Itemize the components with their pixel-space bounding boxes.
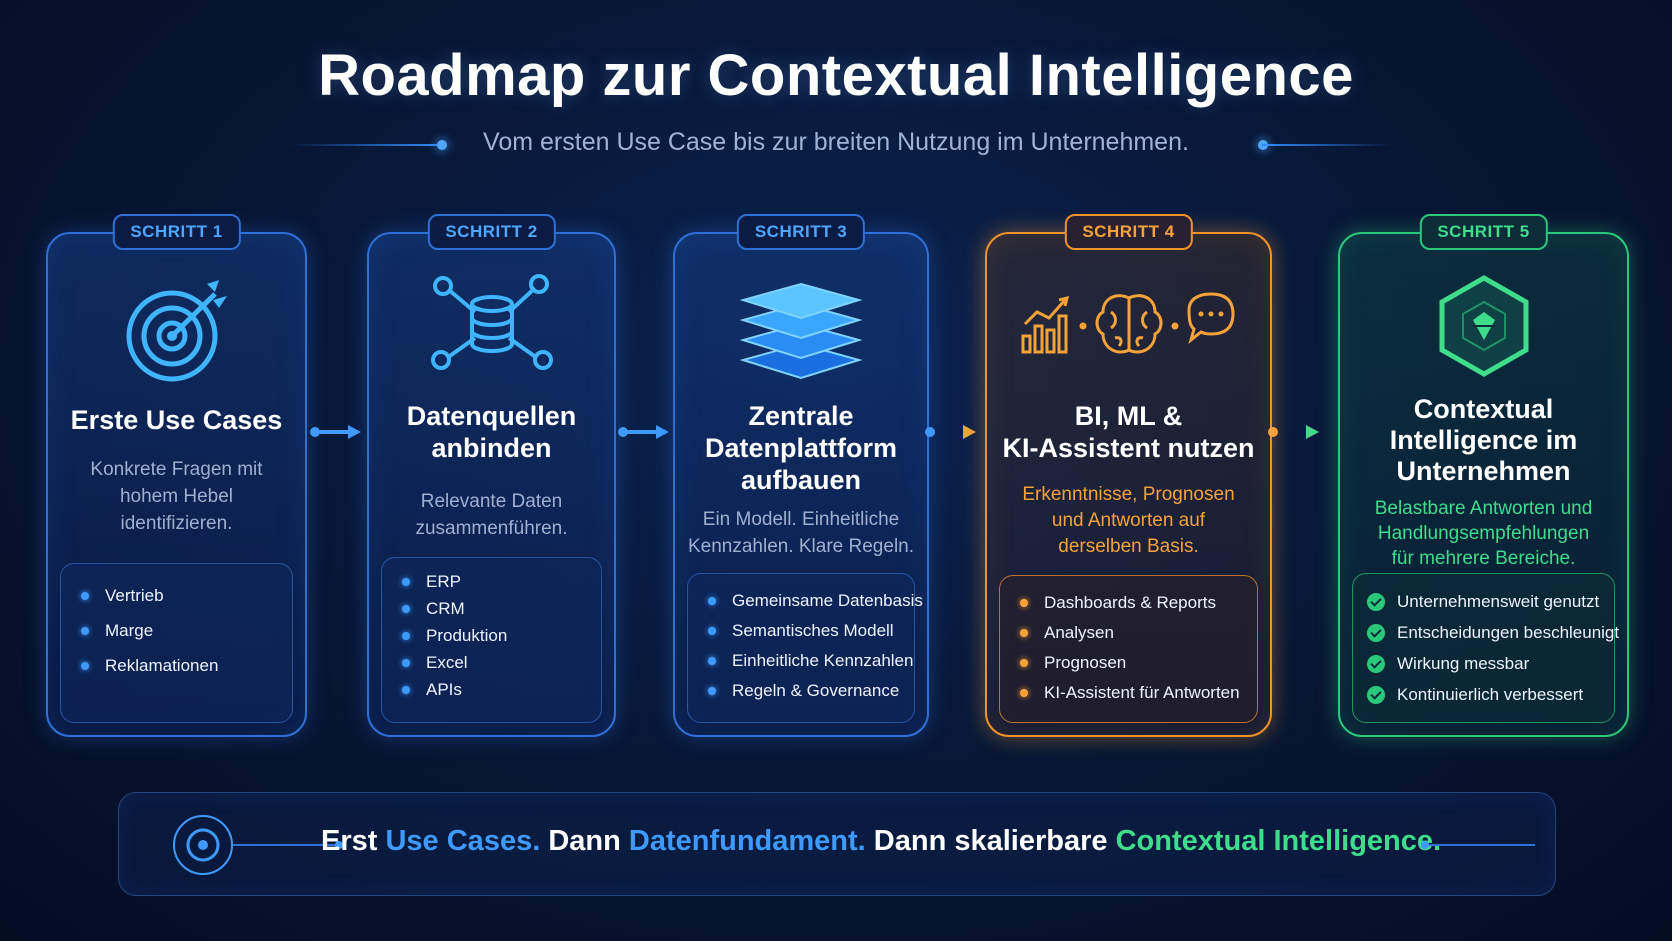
step-badge: SCHRITT 3 xyxy=(736,214,866,250)
list-item: Produktion xyxy=(382,622,601,649)
database-network-icon xyxy=(369,274,614,394)
list-item: APIs xyxy=(382,676,601,703)
step-description: Relevante Daten zusammenführen. xyxy=(415,491,568,539)
bullet-icon xyxy=(1020,689,1028,697)
step-list: ERP CRM Produktion Excel APIs xyxy=(381,557,602,723)
bullet-icon xyxy=(708,657,716,665)
list-item: Unternehmensweit genutzt xyxy=(1353,586,1614,617)
step-card-5: SCHRITT 5 Contextual Intelligence im Unt… xyxy=(1338,214,1629,737)
list-item: Kontinuierlich verbessert xyxy=(1353,679,1614,710)
list-item: Entscheidungen beschleunigt xyxy=(1353,617,1619,648)
subtitle-dot-left xyxy=(437,140,447,150)
step-badge: SCHRITT 2 xyxy=(427,214,556,250)
page-subtitle: Vom ersten Use Case bis zur breiten Nutz… xyxy=(483,128,1189,156)
list-item: KI-Assistent für Antworten xyxy=(1000,678,1257,708)
bullet-icon xyxy=(402,658,410,667)
list-item: Reklamationen xyxy=(61,648,292,683)
step-title: BI, ML & KI-Assistent nutzen xyxy=(1002,401,1255,463)
step-title: Erste Use Cases xyxy=(70,405,283,435)
bullet-icon xyxy=(708,687,716,695)
step-card-2: SCHRITT 2 Daten xyxy=(367,214,616,737)
arrow-right-icon xyxy=(310,425,361,439)
list-item: Dashboards & Reports xyxy=(1000,588,1257,618)
arrow-right-icon xyxy=(925,425,976,439)
list-item: Wirkung messbar xyxy=(1353,648,1614,679)
check-circle-icon xyxy=(1367,685,1385,704)
bullet-icon xyxy=(1020,629,1028,637)
arrow-right-icon xyxy=(618,425,669,439)
step-card-1: SCHRITT 1 Erste Use Cases Konkrete Frage… xyxy=(46,214,307,737)
layers-icon xyxy=(675,274,927,394)
target-icon xyxy=(48,274,305,394)
step-title: Datenquellen anbinden xyxy=(406,401,577,463)
list-item: Vertrieb xyxy=(61,578,292,613)
list-item: Regeln & Governance xyxy=(688,676,914,706)
bullet-icon xyxy=(81,661,89,670)
list-item: Prognosen xyxy=(1000,648,1257,678)
page-title: Roadmap zur Contextual Intelligence xyxy=(318,43,1354,108)
list-item: Excel xyxy=(382,649,601,676)
step-description: Erkenntnisse, Prognosen und Antworten au… xyxy=(1022,484,1235,557)
list-item: ERP xyxy=(382,568,601,595)
analytics-brain-chat-icon xyxy=(987,286,1270,406)
bullet-icon xyxy=(708,597,716,605)
arrow-right-icon xyxy=(1268,425,1319,439)
check-circle-icon xyxy=(1367,592,1385,611)
step-badge: SCHRITT 4 xyxy=(1064,214,1193,250)
step-description: Ein Modell. Einheitliche Kennzahlen. Kla… xyxy=(687,509,915,557)
subtitle-line-left xyxy=(290,144,440,146)
step-description: Belastbare Antworten und Handlungsempfeh… xyxy=(1374,498,1593,569)
step-title: Contextual Intelligence im Unternehmen xyxy=(1389,394,1578,486)
step-card-3: SCHRITT 3 Zentrale Datenplattform aufbau… xyxy=(673,214,929,737)
bullet-icon xyxy=(1020,659,1028,667)
summary-line-right xyxy=(1421,841,1535,849)
bullet-icon xyxy=(81,591,89,600)
bullet-icon xyxy=(1020,599,1028,607)
summary-banner: Erst Use Cases. Dann Datenfundament. Dan… xyxy=(118,792,1556,896)
target-ring-icon xyxy=(173,815,343,875)
list-item: Semantisches Modell xyxy=(688,616,914,646)
step-badge: SCHRITT 1 xyxy=(112,214,241,250)
bullet-icon xyxy=(402,577,410,586)
check-circle-icon xyxy=(1367,623,1385,642)
bullet-icon xyxy=(81,626,89,635)
summary-text: Erst Use Cases. Dann Datenfundament. Dan… xyxy=(321,825,1442,857)
bullet-icon xyxy=(402,631,410,640)
step-card-4: SCHRITT 4 xyxy=(985,214,1272,737)
step-title: Zentrale Datenplattform aufbauen xyxy=(704,401,897,495)
list-item: Marge xyxy=(61,613,292,648)
list-item: Gemeinsame Datenbasis xyxy=(688,586,923,616)
step-list: Vertrieb Marge Reklamationen xyxy=(60,563,293,723)
subtitle-line-right xyxy=(1262,144,1392,146)
check-circle-icon xyxy=(1367,654,1385,673)
list-item: Analysen xyxy=(1000,618,1257,648)
step-badge: SCHRITT 5 xyxy=(1419,214,1548,250)
list-item: Einheitliche Kennzahlen xyxy=(688,646,914,676)
list-item: CRM xyxy=(382,595,601,622)
step-description: Konkrete Fragen mit hohem Hebel identifi… xyxy=(90,459,263,534)
bullet-icon xyxy=(402,604,410,613)
step-list: Dashboards & Reports Analysen Prognosen … xyxy=(999,575,1258,723)
step-list: Unternehmensweit genutzt Entscheidungen … xyxy=(1352,573,1619,723)
hexagon-core-icon xyxy=(1340,272,1627,392)
step-list: Gemeinsame Datenbasis Semantisches Model… xyxy=(687,573,923,723)
bullet-icon xyxy=(708,627,716,635)
bullet-icon xyxy=(402,685,410,694)
subtitle-row: Vom ersten Use Case bis zur breiten Nutz… xyxy=(0,128,1672,164)
